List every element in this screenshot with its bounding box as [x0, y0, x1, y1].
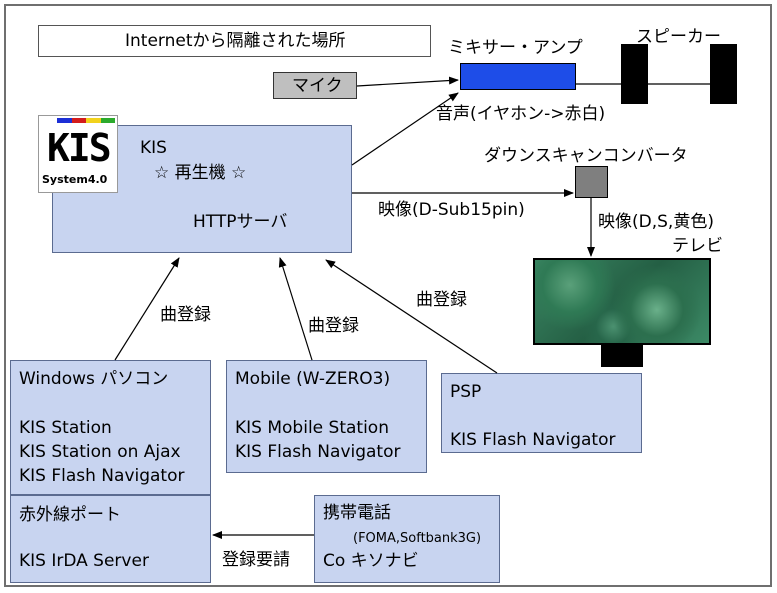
logo-subtext: System4.0 — [42, 173, 108, 186]
mobile-item-2: KIS Flash Navigator — [235, 442, 401, 462]
psp-to-kis — [325, 259, 498, 374]
irda-title: 赤外線ポート — [19, 505, 121, 525]
mic-to-mixer — [356, 76, 459, 87]
windows-title: Windows パソコン — [19, 369, 169, 389]
irda-box: 赤外線ポート KIS IrDA Server — [10, 495, 211, 583]
register-request-label: 登録要請 — [222, 550, 290, 570]
reg-label-mobile: 曲登録 — [308, 316, 359, 336]
windows-item-1: KIS Station — [19, 418, 112, 438]
psp-item-1: KIS Flash Navigator — [450, 430, 616, 450]
reg-label-windows: 曲登録 — [160, 305, 211, 325]
psp-box: PSP KIS Flash Navigator — [441, 373, 642, 453]
tv-label: テレビ — [672, 236, 723, 256]
phone-title: 携帯電話 — [323, 503, 391, 523]
windows-item-3: KIS Flash Navigator — [19, 466, 185, 486]
irda-item-1: KIS IrDA Server — [19, 551, 149, 571]
video-dsy-label: 映像(D,S,黄色) — [598, 212, 714, 232]
kis-subtitle: ☆ 再生機 ☆ — [154, 163, 247, 183]
kis-to-mixer — [351, 92, 459, 166]
converter-label: ダウンスキャンコンバータ — [484, 146, 688, 166]
logo-color-bar — [57, 118, 115, 123]
logo-text: KIS — [47, 126, 112, 170]
diagram-frame — [4, 4, 772, 587]
speaker-right — [710, 44, 737, 104]
windows-item-2: KIS Station on Ajax — [19, 442, 181, 462]
mixer-amp — [460, 63, 576, 90]
title-text: Internetから隔離された場所 — [125, 31, 346, 51]
mobile-title: Mobile (W-ZERO3) — [235, 369, 391, 389]
tv-stand — [601, 345, 643, 367]
reg-label-psp: 曲登録 — [416, 290, 467, 310]
speaker-left — [621, 44, 648, 104]
mixer-label: ミキサー・アンプ — [448, 38, 583, 58]
title-box: Internetから隔離された場所 — [38, 25, 431, 57]
audio-out-label: 音声(イヤホン->赤白) — [436, 104, 606, 124]
windows-box: Windows パソコン KIS Station KIS Station on … — [10, 360, 211, 495]
tv-screen — [533, 258, 711, 345]
mic-box: マイク — [273, 72, 357, 99]
phone-box: 携帯電話 (FOMA,Softbank3G) Co キソナビ — [314, 495, 500, 583]
down-converter — [575, 166, 608, 198]
phone-app: Co キソナビ — [323, 551, 419, 571]
mobile-item-1: KIS Mobile Station — [235, 418, 389, 438]
psp-title: PSP — [450, 382, 482, 402]
mic-label: マイク — [292, 76, 343, 96]
kis-logo: KIS System4.0 — [38, 115, 118, 193]
kis-name: KIS — [140, 138, 167, 158]
mobile-box: Mobile (W-ZERO3) KIS Mobile Station KIS … — [226, 360, 427, 473]
speaker-label: スピーカー — [636, 27, 721, 47]
mobile-to-kis — [278, 257, 313, 361]
phone-note: (FOMA,Softbank3G) — [353, 531, 482, 546]
windows-to-kis — [114, 257, 180, 361]
kis-http-server: HTTPサーバ — [193, 212, 288, 232]
video-dsub-label: 映像(D-Sub15pin) — [378, 200, 525, 220]
